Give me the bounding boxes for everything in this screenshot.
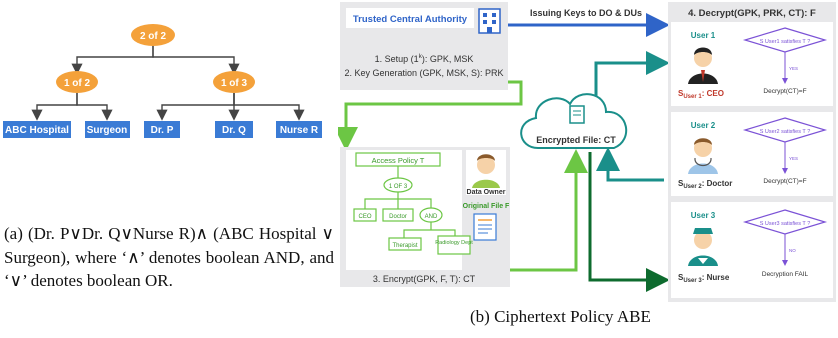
encrypt-title: 3. Encrypt(GPK, F, T): CT [373, 274, 476, 284]
policy-node-ceo [353, 208, 377, 222]
leaf-nurse-r [276, 121, 322, 138]
policy-node-therapist [388, 237, 422, 251]
check-answer: YES [789, 156, 798, 161]
keys-to-owner-arrow [338, 80, 523, 151]
policy-and-label: AND [425, 214, 438, 220]
user-name: User 1 [691, 31, 716, 40]
setup-text: 1. Setup (1k): GPK, MSK [375, 53, 474, 64]
authority-title: Trusted Central Authority [353, 14, 468, 25]
result-text: Decryption FAIL [762, 271, 809, 278]
user-attr: SUser 1: CEO [678, 89, 724, 100]
user-card-1: User 1 SUser 1: CEO S User1 satisfies T … [671, 22, 833, 106]
upload-arrow [510, 149, 588, 272]
check-text: S User3 satisfies T ? [760, 221, 811, 227]
document-icon [473, 213, 497, 241]
leaf-label: Dr. P [151, 125, 174, 136]
encrypted-file-label: Encrypted File: CT [536, 135, 616, 145]
leaf-label: Surgeon [87, 125, 128, 136]
download-arrow-user3 [588, 152, 670, 292]
user-name: User 3 [691, 211, 716, 220]
tree-edge [76, 93, 113, 121]
original-file-label: Original File F [463, 203, 510, 210]
policy-title: Access Policy T [372, 156, 425, 165]
leaf-dr-p [144, 121, 180, 138]
decrypt-title: 4. Decrypt(GPK, PRK, CT): F [688, 8, 816, 19]
user-card-3: User 3 SUser 3: Nurse S User3 satisfies … [671, 202, 833, 298]
user-name: User 2 [691, 121, 716, 130]
leaf-label: Nurse R [280, 125, 319, 136]
policy-node-radiology [437, 235, 471, 255]
ceo-avatar [688, 47, 718, 84]
tree-edge [233, 93, 305, 121]
building-icon [478, 8, 501, 34]
policy-edge [403, 222, 456, 238]
left-gate-label: 1 of 2 [64, 78, 91, 89]
user-card-2: User 2 SUser 2: Doctor S User2 satisfies… [671, 112, 833, 196]
policy-node-doctor [382, 208, 414, 222]
policy-node-label: Therapist [392, 243, 417, 249]
issuing-label: Issuing Keys to DO & DUs [530, 8, 642, 18]
leaf-dr-q [215, 121, 253, 138]
right-gate [213, 71, 255, 93]
data-owner-avatar [466, 150, 506, 195]
cloud-icon [520, 93, 628, 149]
leaf-label: Dr. Q [222, 125, 246, 136]
abe-diagram: Trusted Central Authority 1. Setup (1k):… [338, 2, 836, 302]
tree-edge [31, 93, 78, 121]
data-owner-label: Data Owner [467, 189, 506, 196]
doctor-avatar [688, 138, 718, 174]
user-attr: SUser 3: Nurse [678, 273, 730, 284]
leaf-abc-hospital [3, 121, 71, 138]
result-text: Decrypt(CT)=F [763, 88, 806, 95]
nurse-avatar [688, 228, 718, 266]
result-text: Decrypt(CT)=F [763, 178, 806, 185]
access-tree: 2 of 2 1 of 2 1 of 3 ABC Hospital Surgeo… [3, 24, 322, 138]
root-gate [131, 24, 175, 46]
policy-edge [364, 192, 432, 209]
caption-b: (b) Ciphertext Policy ABE [470, 307, 651, 326]
authority-title-box [346, 8, 474, 28]
tree-edge [152, 45, 240, 75]
tree-edge [71, 45, 154, 75]
root-gate-label: 2 of 2 [140, 31, 167, 42]
left-gate [56, 71, 98, 93]
user-attr: SUser 2: Doctor [678, 179, 732, 190]
download-arrow-user2 [596, 147, 664, 182]
policy-gate-label: 1 OF 3 [389, 184, 408, 190]
caption-a: (a) (Dr. P∨Dr. Q∨Nurse R)∧ (ABC Hospital… [4, 224, 334, 290]
keygen-text: 2. Key Generation (GPK, MSK, S): PRK [344, 68, 503, 78]
tree-edge [156, 93, 235, 121]
check-text: S User1 satisfies T ? [760, 39, 811, 45]
check-answer: YES [789, 66, 798, 71]
check-text: S User2 satisfies T ? [760, 129, 811, 135]
right-gate-label: 1 of 3 [221, 78, 248, 89]
check-answer: NO [789, 248, 796, 253]
policy-node-label: CEO [358, 214, 371, 220]
policy-node-label: Radiology Dept [435, 240, 473, 246]
policy-node-label: Doctor [389, 214, 407, 220]
leaf-surgeon [85, 121, 130, 138]
leaf-label: ABC Hospital [5, 125, 69, 136]
